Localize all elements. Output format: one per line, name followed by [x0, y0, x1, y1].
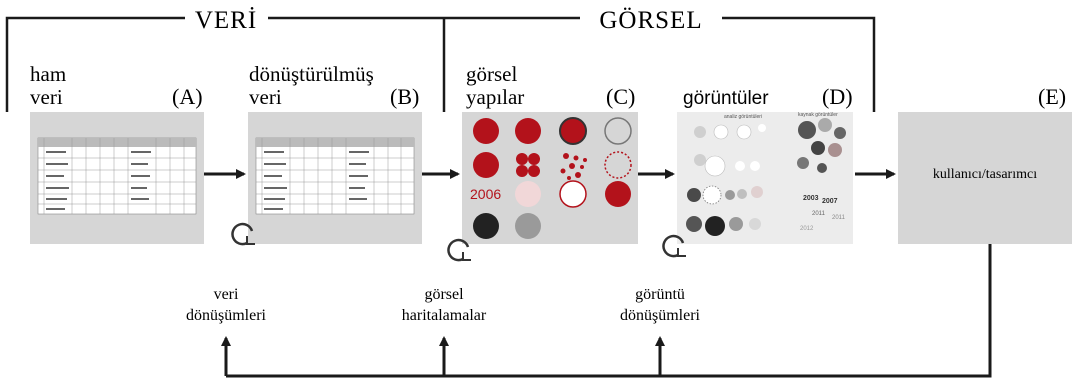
transform-label-2-line-2: haritalamalar — [402, 307, 487, 324]
loop-icon-c — [447, 238, 471, 262]
stage-e-box — [898, 112, 1072, 244]
stage-c-title-line-2: yapılar — [466, 85, 524, 109]
loop-icon-b — [231, 222, 255, 246]
header-label-gorsel: GÖRSEL — [599, 7, 702, 34]
header-label-veri: VERİ — [195, 7, 257, 34]
stage-d-year-1: 2003 — [803, 195, 819, 202]
transform-label-3-line-1: görüntü — [635, 286, 685, 303]
stage-d-left-title: analiz görüntüleri — [724, 114, 762, 120]
stage-e-letter: (E) — [1038, 84, 1066, 109]
raw-data-table-thumbnail — [37, 137, 197, 215]
stage-a: ham veri (A) — [30, 62, 204, 244]
top-bracket — [5, 16, 876, 112]
stage-d-year-5: 2012 — [800, 226, 814, 232]
stage-d-letter: (D) — [822, 84, 853, 109]
loop-icon-d — [662, 234, 686, 258]
feedback-loop — [221, 244, 992, 378]
stage-b-title-line-1: dönüştürülmüş — [249, 62, 374, 86]
stage-d: görüntüler (D) analiz görüntüleri kaynak… — [677, 84, 853, 244]
stage-e-box-label: kullanıcı/tasarımcı — [933, 167, 1037, 182]
transform-label-3-line-2: dönüşümleri — [620, 307, 701, 324]
stage-a-title-line-2: veri — [30, 85, 63, 109]
transform-label-1-line-2: dönüşümleri — [186, 307, 267, 324]
transform-label-2-line-1: görsel — [424, 286, 464, 303]
transformed-data-table-thumbnail — [255, 137, 415, 215]
stage-d-year-4: 2011 — [832, 215, 846, 221]
stage-b: dönüştürülmüş veri (B) — [248, 62, 422, 244]
stage-d-title-line-1: görüntüler — [683, 88, 769, 109]
visual-structures-thumbnail: 2006 — [470, 117, 632, 239]
stage-c: görsel yapılar (C) 2006 — [462, 62, 638, 244]
views-thumbnail: analiz görüntüleri kaynak görüntüler — [686, 112, 846, 236]
stage-d-year-2: 2007 — [822, 198, 838, 205]
stage-a-title-line-1: ham — [30, 62, 66, 86]
stage-b-letter: (B) — [390, 84, 419, 109]
stage-b-title-line-2: veri — [249, 85, 282, 109]
stage-d-right-title: kaynak görüntüler — [798, 112, 838, 118]
stage-c-title-line-1: görsel — [466, 62, 517, 86]
stage-c-letter: (C) — [606, 84, 635, 109]
transform-label-1-line-1: veri — [214, 286, 239, 303]
stage-e: (E) kullanıcı/tasarımcı — [898, 84, 1072, 244]
loop-icons — [231, 222, 686, 262]
stage-c-year: 2006 — [470, 186, 501, 202]
stage-a-letter: (A) — [172, 84, 203, 109]
stage-d-year-3: 2011 — [812, 211, 826, 217]
